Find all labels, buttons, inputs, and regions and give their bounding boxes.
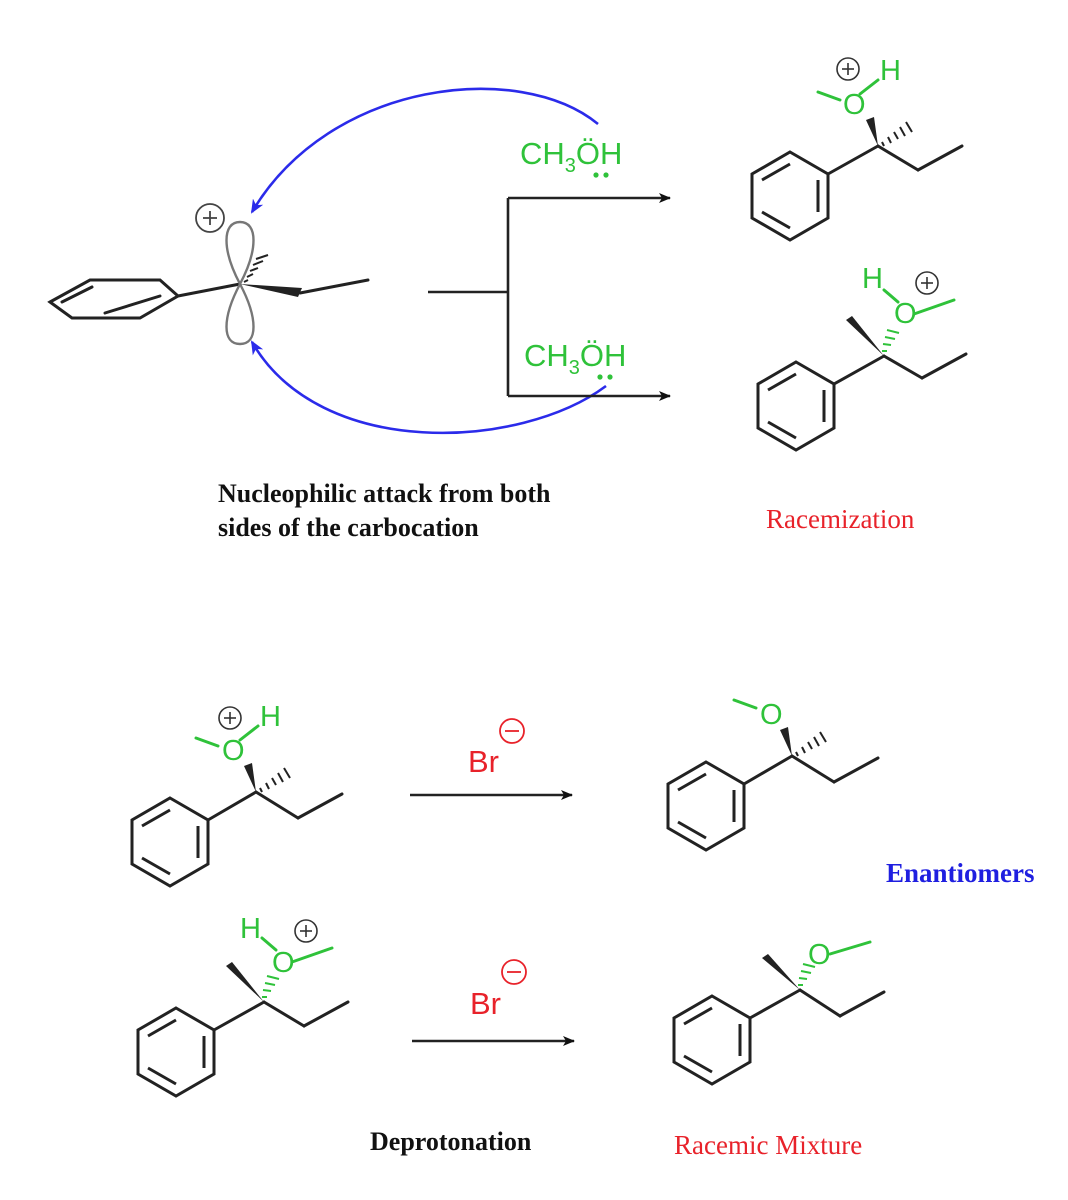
bromide-reagent-upper: Br (468, 744, 499, 779)
svg-text:O: O (843, 89, 866, 121)
lone-pair-dots-lower (597, 374, 613, 380)
methanol-reagent-upper: CH3ÖH (520, 136, 622, 177)
svg-text:O: O (272, 947, 295, 979)
lone-pair-dots-upper (593, 172, 609, 178)
racemic-mixture-label: Racemic Mixture (674, 1130, 862, 1160)
svg-text:H: H (240, 913, 261, 945)
caption-line-1: Nucleophilic attack from both (218, 479, 551, 508)
negative-charge-icon (499, 718, 525, 744)
methanol-reagent-lower: CH3ÖH (524, 338, 626, 379)
positive-charge-icon (915, 271, 939, 295)
positive-charge-icon (836, 57, 860, 81)
racemization-label: Racemization (766, 504, 915, 534)
oxonium-product-upper: O H (750, 55, 964, 242)
attack-arrow-top (250, 87, 599, 214)
p-orbital-lower-lobe (225, 281, 255, 346)
aryl-bond (176, 282, 242, 298)
positive-charge-icon (195, 203, 225, 233)
svg-text:O: O (760, 699, 783, 731)
oxonium-reactant-lower: O H (136, 913, 350, 1098)
svg-text:H: H (862, 263, 883, 295)
hashed-methyl (243, 254, 269, 283)
deprotonation-label: Deprotonation (370, 1127, 532, 1156)
branch-arrows (428, 193, 671, 401)
svg-text:O: O (894, 298, 917, 330)
bromide-reagent-lower: Br (470, 986, 501, 1021)
caption-line-2: sides of the carbocation (218, 513, 479, 542)
ether-product-lower: O (672, 939, 886, 1086)
oxonium-product-lower: O H (756, 263, 968, 452)
carbocation (47, 203, 370, 346)
svg-text:O: O (808, 939, 831, 971)
enantiomers-label: Enantiomers (886, 858, 1035, 888)
positive-charge-icon (218, 706, 242, 730)
ether-product-upper: O (666, 698, 880, 852)
negative-charge-icon (501, 959, 527, 985)
svg-text:H: H (260, 701, 281, 733)
svg-text:O: O (222, 735, 245, 767)
oxonium-reactant-upper: O H (130, 701, 344, 888)
positive-charge-icon (294, 919, 318, 943)
svg-text:H: H (880, 55, 901, 87)
wedge-bond (240, 284, 302, 297)
p-orbital-upper-lobe (225, 220, 255, 287)
attack-arrow-bottom (250, 340, 607, 435)
